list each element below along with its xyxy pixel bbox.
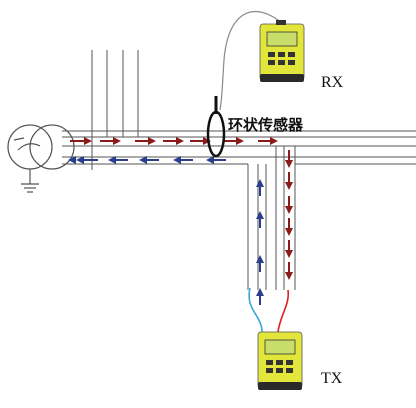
transmitter-device-icon	[257, 331, 303, 390]
arrow-red	[285, 196, 293, 214]
arrow-blue	[256, 179, 264, 196]
arrow-blue	[256, 288, 264, 305]
arrow-red	[285, 150, 293, 168]
arrow-blue	[256, 211, 264, 228]
arrow-red	[135, 137, 156, 145]
transmitter-label: TX	[321, 370, 343, 387]
arrow-red	[285, 218, 293, 236]
arrow-blue	[68, 156, 76, 164]
arrow-red	[285, 172, 293, 190]
arrow-red	[224, 137, 244, 145]
loop-sensor-label: 环状传感器	[228, 116, 304, 134]
branch-cable	[247, 146, 296, 290]
arrow-blue	[76, 156, 98, 164]
receiver-device-icon	[259, 20, 305, 82]
arrow-blue	[173, 156, 193, 164]
arrow-blue	[206, 156, 226, 164]
transformer-icon	[7, 124, 75, 193]
loop-sensor	[206, 10, 284, 158]
main-cable	[62, 130, 416, 165]
overhead-branches	[91, 50, 139, 170]
arrow-red	[285, 240, 293, 258]
arrow-red	[163, 137, 184, 145]
arrow-red	[258, 137, 278, 145]
arrow-blue	[108, 156, 128, 164]
transmitter-leads	[248, 287, 290, 333]
forward-current-arrows	[70, 137, 293, 280]
receiver-label: RX	[321, 74, 344, 91]
arrow-blue	[139, 156, 159, 164]
return-current-arrows	[68, 156, 264, 305]
arrow-red	[285, 262, 293, 280]
arrow-red	[70, 137, 92, 145]
arrow-red	[100, 137, 121, 145]
arrow-blue	[256, 255, 264, 272]
arrow-red	[190, 137, 211, 145]
